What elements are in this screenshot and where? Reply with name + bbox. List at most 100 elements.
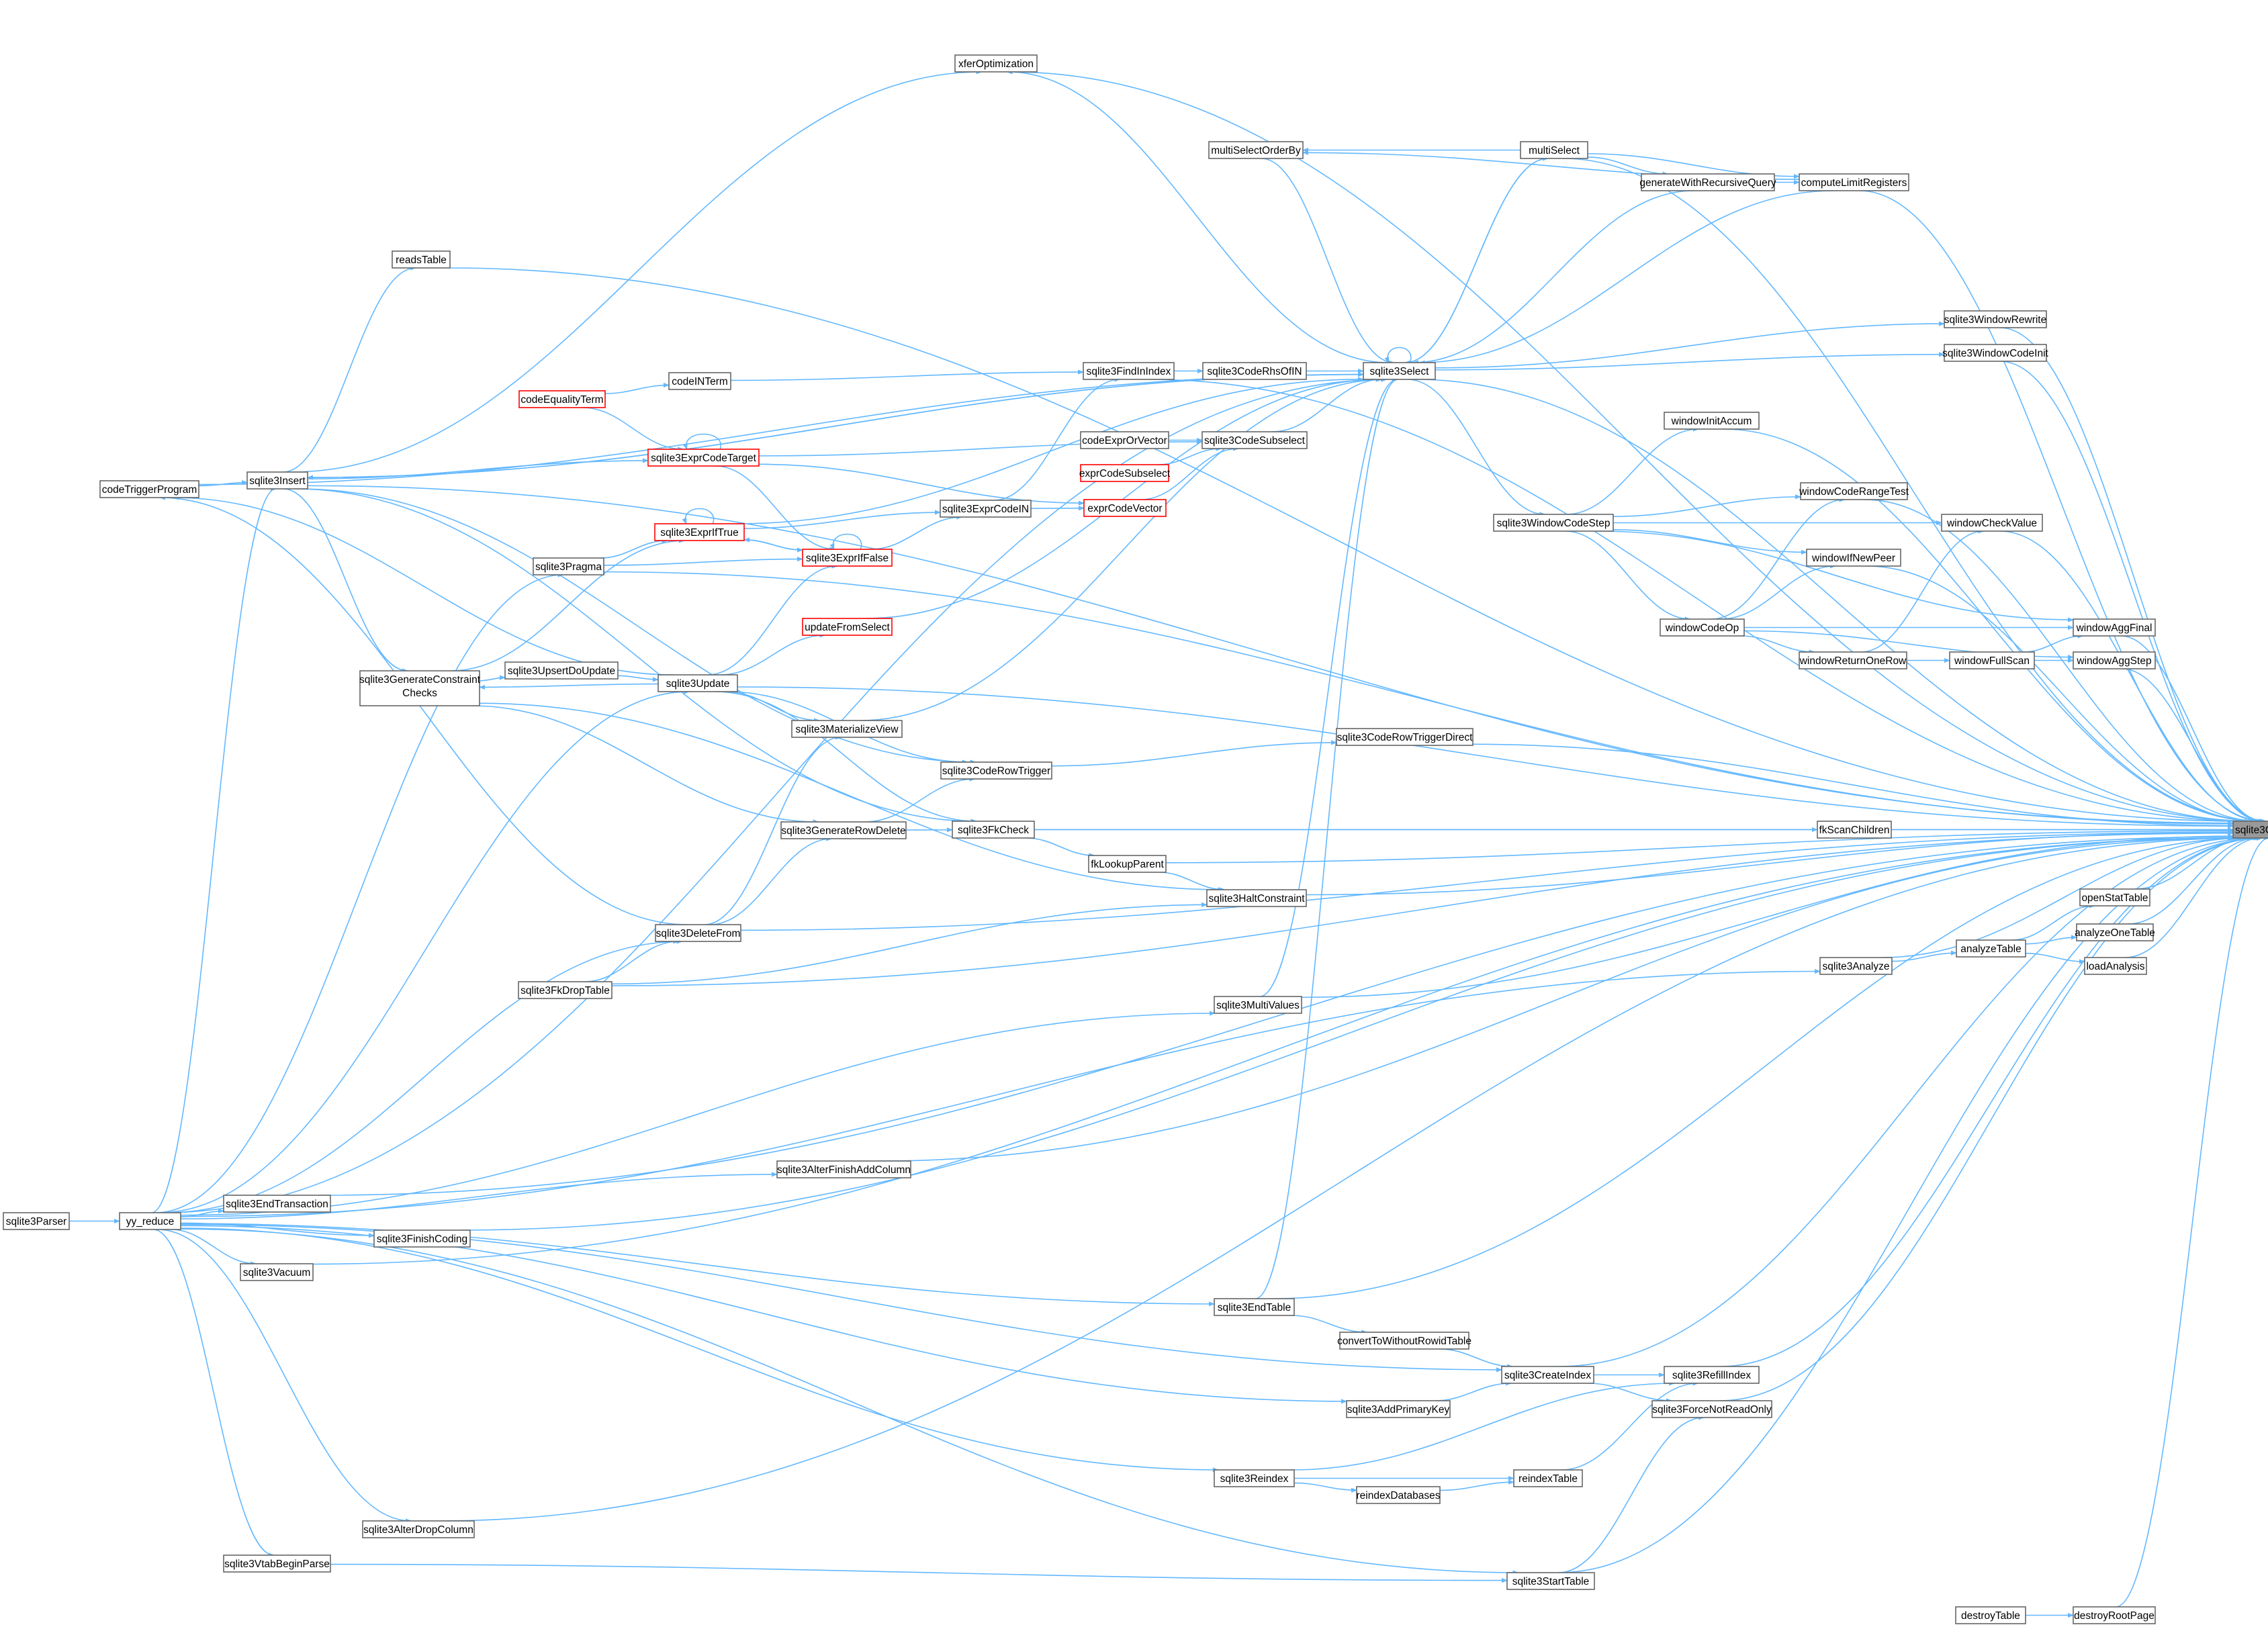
node-code-expr-or-vector[interactable]: codeExprOrVector [1080,431,1169,449]
node-destroy-table[interactable]: destroyTable [1955,1606,2026,1624]
node-sqlite3-expr-code-i-n[interactable]: sqlite3ExprCodeIN [940,500,1032,518]
node-reindex-table[interactable]: reindexTable [1513,1469,1583,1487]
node-box [940,761,1052,780]
edge-window-return-one-row-to-window-check-value [1861,528,1985,653]
node-sqlite3-insert[interactable]: sqlite3Insert [246,471,308,490]
node-sqlite3-multi-values[interactable]: sqlite3MultiValues [1214,996,1302,1014]
node-sqlite3-window-code-init[interactable]: sqlite3WindowCodeInit [1942,344,2049,362]
node-window-code-op[interactable]: windowCodeOp [1660,618,1745,637]
node-code-trigger-program[interactable]: codeTriggerProgram [99,480,199,498]
node-sqlite3-parser[interactable]: sqlite3Parser [3,1212,70,1230]
node-sqlite3-finish-coding[interactable]: sqlite3FinishCoding [373,1229,471,1248]
node-label: Checks [402,688,437,699]
node-sqlite3-materialize-view[interactable]: sqlite3MaterializeView [791,720,903,738]
node-label: sqlite3ExprCodeTarget [651,453,757,464]
node-sqlite3-code-row-trigger[interactable]: sqlite3CodeRowTrigger [940,761,1052,780]
node-multi-select-order-by[interactable]: multiSelectOrderBy [1208,141,1304,159]
node-sqlite3-pragma[interactable]: sqlite3Pragma [533,557,604,575]
node-sqlite3-generate-row-delete[interactable]: sqlite3GenerateRowDelete [780,821,907,839]
node-sqlite3-vacuum[interactable]: sqlite3Vacuum [240,1263,314,1281]
node-label: sqlite3FkDropTable [520,985,610,996]
node-load-analysis[interactable]: loadAnalysis [2084,957,2147,975]
node-sqlite3-fk-drop-table[interactable]: sqlite3FkDropTable [518,981,613,999]
node-sqlite3-code-subselect[interactable]: sqlite3CodeSubselect [1201,431,1308,449]
edge-sqlite3-create-index-to-sqlite3-get-vdbe [1559,835,2261,1367]
node-multi-select[interactable]: multiSelect [1520,141,1588,159]
node-sqlite3-alter-finish-add-column[interactable]: sqlite3AlterFinishAddColumn [776,1160,911,1178]
node-expr-code-vector[interactable]: exprCodeVector [1083,499,1167,517]
edge-sqlite3-select-to-sqlite3-select [1384,346,1412,363]
node-window-init-accum[interactable]: windowInitAccum [1664,412,1760,430]
node-sqlite3-expr-if-false[interactable]: sqlite3ExprIfFalse [802,549,893,567]
node-destroy-root-page[interactable]: destroyRootPage [2073,1606,2156,1624]
edge-sqlite3-pragma-to-sqlite3-expr-if-true [600,538,668,559]
node-analyze-table[interactable]: analyzeTable [1956,939,2026,958]
node-fk-scan-children[interactable]: fkScanChildren [1817,821,1892,839]
node-label: codeEqualityTerm [520,394,603,406]
node-sqlite3-vtab-begin-parse[interactable]: sqlite3VtabBeginParse [223,1554,331,1573]
node-window-full-scan[interactable]: windowFullScan [1949,651,2035,669]
node-sqlite3-force-not-read-only[interactable]: sqlite3ForceNotReadOnly [1651,1400,1772,1418]
edge-sqlite3-insert-to-xfer-optimization [291,69,983,473]
node-sqlite3-upsert-do-update[interactable]: sqlite3UpsertDoUpdate [504,661,619,680]
node-window-code-range-test[interactable]: windowCodeRangeTest [1799,482,1909,500]
node-label: destroyRootPage [2074,1610,2154,1622]
node-convert-to-without-rowid-table[interactable]: convertToWithoutRowidTable [1337,1332,1471,1350]
node-window-if-new-peer[interactable]: windowIfNewPeer [1806,549,1901,567]
node-sqlite3-end-table[interactable]: sqlite3EndTable [1214,1298,1295,1316]
node-code-i-n-term[interactable]: codeINTerm [668,372,731,390]
node-update-from-select[interactable]: updateFromSelect [802,618,893,636]
node-reads-table[interactable]: readsTable [392,250,451,269]
node-sqlite3-alter-drop-column[interactable]: sqlite3AlterDropColumn [362,1520,475,1538]
node-sqlite3-code-rhs-of-i-n[interactable]: sqlite3CodeRhsOfIN [1202,362,1307,380]
node-sqlite3-expr-code-target[interactable]: sqlite3ExprCodeTarget [647,449,760,467]
node-box [1799,173,1909,191]
node-compute-limit-registers[interactable]: computeLimitRegisters [1799,173,1909,191]
edge-sqlite3-materialize-view-to-sqlite3-select [860,377,1388,721]
node-sqlite3-window-rewrite[interactable]: sqlite3WindowRewrite [1944,310,2047,328]
node-xfer-optimization[interactable]: xferOptimization [954,54,1038,73]
node-sqlite3-create-index[interactable]: sqlite3CreateIndex [1501,1366,1594,1384]
node-sqlite3-fk-check[interactable]: sqlite3FkCheck [952,821,1035,839]
node-sqlite3-update[interactable]: sqlite3Update [657,674,738,692]
node-fk-lookup-parent[interactable]: fkLookupParent [1088,855,1167,873]
edge-sqlite3-delete-from-to-sqlite3-get-vdbe [740,829,2234,931]
node-sqlite3-expr-if-true[interactable]: sqlite3ExprIfTrue [654,523,745,541]
node-reindex-databases[interactable]: reindexDatabases [1356,1486,1441,1504]
node-sqlite3-select[interactable]: sqlite3Select [1363,362,1436,380]
edge-sqlite3-select-to-xfer-optimization [1006,69,1389,363]
node-label: generateWithRecursiveQuery [1639,177,1776,189]
node-sqlite3-analyze[interactable]: sqlite3Analyze [1819,957,1893,975]
node-sqlite3-delete-from[interactable]: sqlite3DeleteFrom [655,924,741,942]
node-analyze-one-table[interactable]: analyzeOneTable [2075,923,2155,941]
node-sqlite3-refill-index[interactable]: sqlite3RefillIndex [1664,1366,1760,1384]
node-label: sqlite3RefillIndex [1672,1370,1751,1381]
node-window-agg-final[interactable]: windowAggFinal [2073,618,2156,637]
node-sqlite3-start-table[interactable]: sqlite3StartTable [1506,1572,1595,1590]
node-window-check-value[interactable]: windowCheckValue [1941,514,2043,532]
node-sqlite3-find-in-index[interactable]: sqlite3FindInIndex [1083,362,1175,380]
edge-sqlite3-window-code-step-to-window-code-range-test [1613,494,1801,517]
node-sqlite3-code-row-trigger-direct[interactable]: sqlite3CodeRowTriggerDirect [1336,728,1473,746]
node-label: sqlite3WindowCodeInit [1942,348,2048,359]
node-sqlite3-halt-constraint[interactable]: sqlite3HaltConstraint [1206,889,1307,907]
node-expr-code-subselect[interactable]: exprCodeSubselect [1079,464,1171,482]
node-sqlite3-add-primary-key[interactable]: sqlite3AddPrimaryKey [1346,1400,1451,1418]
node-sqlite3-window-code-step[interactable]: sqlite3WindowCodeStep [1493,514,1614,532]
node-sqlite3-reindex[interactable]: sqlite3Reindex [1214,1469,1295,1487]
node-label: windowIfNewPeer [1811,553,1895,564]
node-code-equality-term[interactable]: codeEqualityTerm [518,390,606,408]
node-sqlite3-end-transaction[interactable]: sqlite3EndTransaction [223,1195,331,1213]
node-generate-with-recursive-query[interactable]: generateWithRecursiveQuery [1639,173,1776,191]
node-window-return-one-row[interactable]: windowReturnOneRow [1799,651,1907,669]
edge-sqlite3-multi-values-to-sqlite3-get-vdbe [1301,833,2234,999]
edge-compute-limit-registers-to-sqlite3-get-vdbe [1859,190,2266,824]
node-sqlite3-get-vdbe[interactable]: sqlite3GetVdbe [2232,821,2268,839]
node-window-agg-step[interactable]: windowAggStep [2073,651,2156,669]
edge-reindex-databases-to-reindex-table [1439,1479,1514,1491]
node-open-stat-table[interactable]: openStatTable [2079,888,2150,907]
node-label: sqlite3FinishCoding [377,1234,467,1245]
node-yy-reduce[interactable]: yy_reduce [119,1212,181,1230]
